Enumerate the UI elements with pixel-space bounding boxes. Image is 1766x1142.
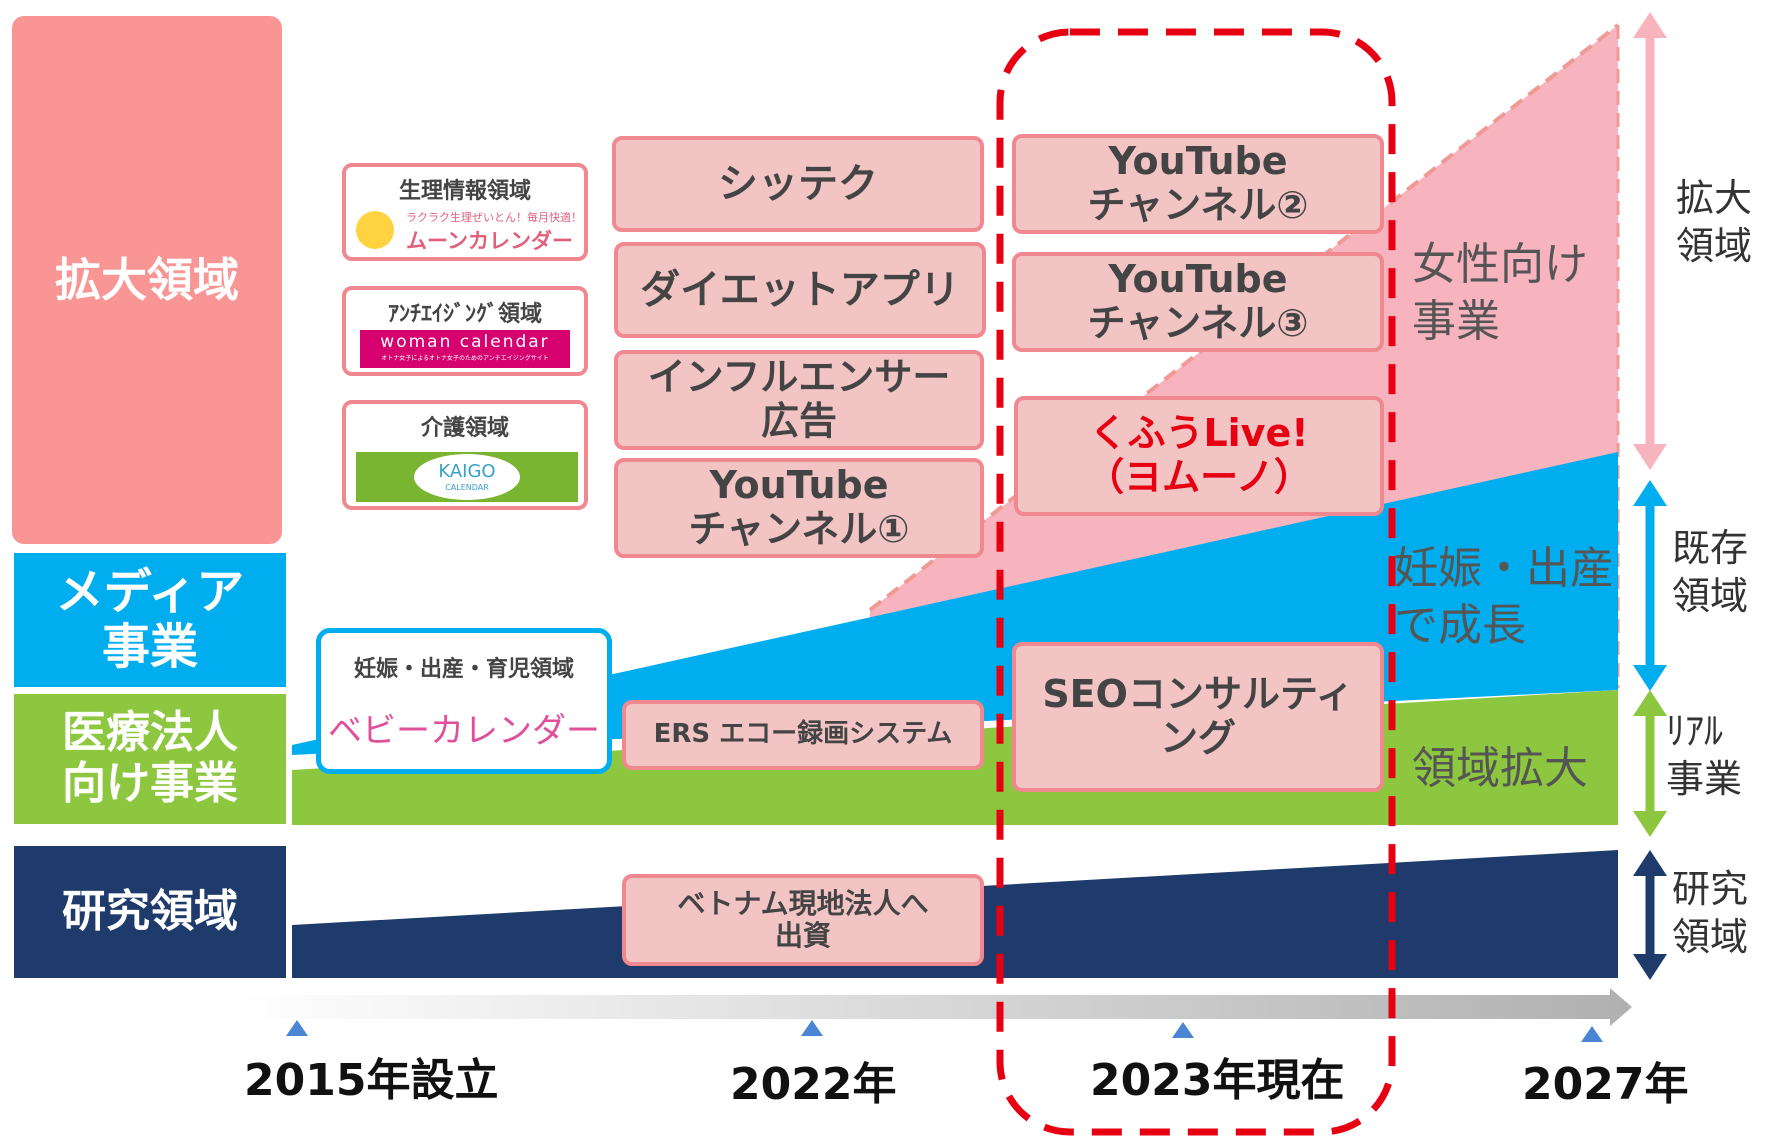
logo-title-baby: 妊娠・出産・育児領域 bbox=[353, 657, 574, 682]
box-kufu-live-line2: （ヨムーノ） bbox=[1086, 455, 1312, 499]
logo-box-menstrual: 生理情報領域 ラクラク生理ぜいとん！毎月快適！ ムーンカレンダー bbox=[342, 163, 588, 261]
right-label-expand-2: 領域 bbox=[1676, 223, 1753, 268]
category-research: 研究領域 bbox=[14, 846, 286, 978]
moon-calendar-wordmark: ムーンカレンダー bbox=[406, 229, 573, 253]
current-highlight-frame bbox=[996, 28, 1396, 1136]
arrow-research bbox=[1633, 850, 1667, 980]
logo-box-care: 介護領域 KAIGO CALENDAR bbox=[342, 400, 588, 510]
kaigo-calendar-logo: KAIGO CALENDAR bbox=[356, 452, 578, 502]
kaigo-wordmark: KAIGO bbox=[438, 461, 496, 482]
timeline-arrow bbox=[238, 988, 1632, 1026]
right-label-research: 研究 領域 bbox=[1672, 866, 1748, 961]
box-youtube-2-line2: チャンネル② bbox=[1087, 183, 1309, 227]
marker-2023 bbox=[1172, 1022, 1194, 1038]
label-women-line2: 事業 bbox=[1412, 296, 1500, 348]
box-youtube-2: YouTube チャンネル② bbox=[1012, 134, 1384, 234]
category-medical-line1: 医療法人 bbox=[62, 707, 238, 759]
box-seo-line2: ング bbox=[1159, 716, 1236, 760]
box-diet-app: ダイエットアプリ bbox=[614, 242, 986, 338]
category-expansion: 拡大領域 bbox=[12, 16, 282, 544]
logo-title-care: 介護領域 bbox=[420, 416, 509, 441]
box-influencer-line1: インフルエンサー bbox=[647, 355, 951, 400]
marker-2022 bbox=[801, 1020, 823, 1036]
year-2023: 2023年現在 bbox=[1090, 1055, 1345, 1106]
year-2027: 2027年 bbox=[1522, 1059, 1689, 1110]
box-vietnam-line2: 出資 bbox=[774, 919, 831, 952]
logo-title-menstrual: 生理情報領域 bbox=[398, 179, 531, 204]
box-ers: ERS エコー録画システム bbox=[622, 700, 984, 770]
right-label-expand: 拡大 領域 bbox=[1676, 175, 1752, 270]
box-vietnam-line1: ベトナム現地法人へ bbox=[677, 886, 929, 920]
arrow-existing bbox=[1633, 480, 1667, 691]
logo-box-antiaging: ｱﾝﾁｴｲｼﾞﾝｸﾞ領域 woman calendar オトナ女子によるオトナ女… bbox=[342, 286, 588, 376]
box-youtube-3: YouTube チャンネル③ bbox=[1012, 252, 1384, 352]
logo-box-baby: 妊娠・出産・育児領域 ベビーカレンダー bbox=[316, 628, 612, 774]
category-media-line2: 事業 bbox=[101, 619, 198, 675]
label-preg-line1: 妊娠・出産 bbox=[1394, 543, 1614, 594]
right-label-real-2: 事業 bbox=[1666, 756, 1743, 801]
right-label-existing: 既存 領域 bbox=[1672, 525, 1748, 620]
marker-2015 bbox=[286, 1020, 308, 1036]
right-label-real-1: ﾘｱﾙ bbox=[1666, 709, 1724, 753]
box-youtube-1-line1: YouTube bbox=[709, 463, 889, 508]
box-influencer-line2: 広告 bbox=[760, 399, 837, 443]
box-seo-consulting: SEOコンサルティ ング bbox=[1012, 642, 1384, 792]
label-preg-line2: で成長 bbox=[1394, 600, 1526, 652]
label-women-line1: 女性向け bbox=[1412, 239, 1588, 290]
box-youtube-1-line2: チャンネル① bbox=[688, 507, 910, 551]
kaigo-sub: CALENDAR bbox=[445, 483, 489, 492]
box-vietnam: ベトナム現地法人へ 出資 bbox=[622, 874, 984, 966]
baby-calendar-wordmark: ベビーカレンダー bbox=[328, 711, 600, 751]
label-pregnancy-growth: 妊娠・出産 で成長 bbox=[1394, 540, 1614, 654]
category-medical: 医療法人 向け事業 bbox=[14, 694, 286, 824]
right-label-existing-2: 領域 bbox=[1672, 573, 1749, 618]
box-youtube-2-line1: YouTube bbox=[1108, 139, 1288, 184]
right-label-real: ﾘｱﾙ 事業 bbox=[1666, 708, 1742, 803]
right-label-expand-1: 拡大 bbox=[1676, 176, 1753, 220]
year-2015: 2015年設立 bbox=[244, 1055, 499, 1106]
woman-calendar-tagline: オトナ女子によるオトナ女子のためのアンチエイジングサイト bbox=[381, 355, 549, 362]
woman-calendar-wordmark: woman calendar bbox=[380, 332, 550, 352]
year-2022: 2022年 bbox=[730, 1059, 897, 1110]
right-label-research-1: 研究 bbox=[1672, 867, 1749, 911]
right-label-research-2: 領域 bbox=[1672, 914, 1749, 959]
arrow-expand bbox=[1633, 12, 1667, 470]
arrow-real bbox=[1633, 690, 1667, 837]
box-kufu-live: くふうLive! （ヨムーノ） bbox=[1014, 396, 1384, 516]
label-domain-expand: 領域拡大 bbox=[1412, 743, 1588, 794]
category-media: メディア 事業 bbox=[14, 553, 286, 687]
kaigo-oval: KAIGO CALENDAR bbox=[414, 454, 520, 500]
category-medical-line2: 向け事業 bbox=[62, 758, 238, 809]
logo-title-antiaging: ｱﾝﾁｴｲｼﾞﾝｸﾞ領域 bbox=[387, 302, 542, 327]
category-media-line1: メディア bbox=[55, 563, 245, 620]
box-youtube-3-line2: チャンネル③ bbox=[1087, 301, 1309, 345]
box-shittech: シッテク bbox=[612, 136, 984, 232]
moon-tagline: ラクラク生理ぜいとん！毎月快適！ bbox=[406, 211, 582, 224]
moon-icon bbox=[356, 211, 394, 249]
box-influencer: インフルエンサー 広告 bbox=[614, 350, 984, 450]
box-youtube-3-line1: YouTube bbox=[1108, 257, 1288, 302]
box-kufu-live-line1: くふうLive! bbox=[1089, 411, 1309, 456]
label-women-business: 女性向け 事業 bbox=[1412, 236, 1588, 350]
box-youtube-1: YouTube チャンネル① bbox=[614, 458, 984, 558]
right-label-existing-1: 既存 bbox=[1672, 526, 1749, 570]
marker-2027 bbox=[1581, 1026, 1603, 1042]
box-seo-line1: SEOコンサルティ bbox=[1042, 672, 1354, 717]
woman-calendar-logo: woman calendar オトナ女子によるオトナ女子のためのアンチエイジング… bbox=[360, 330, 570, 368]
